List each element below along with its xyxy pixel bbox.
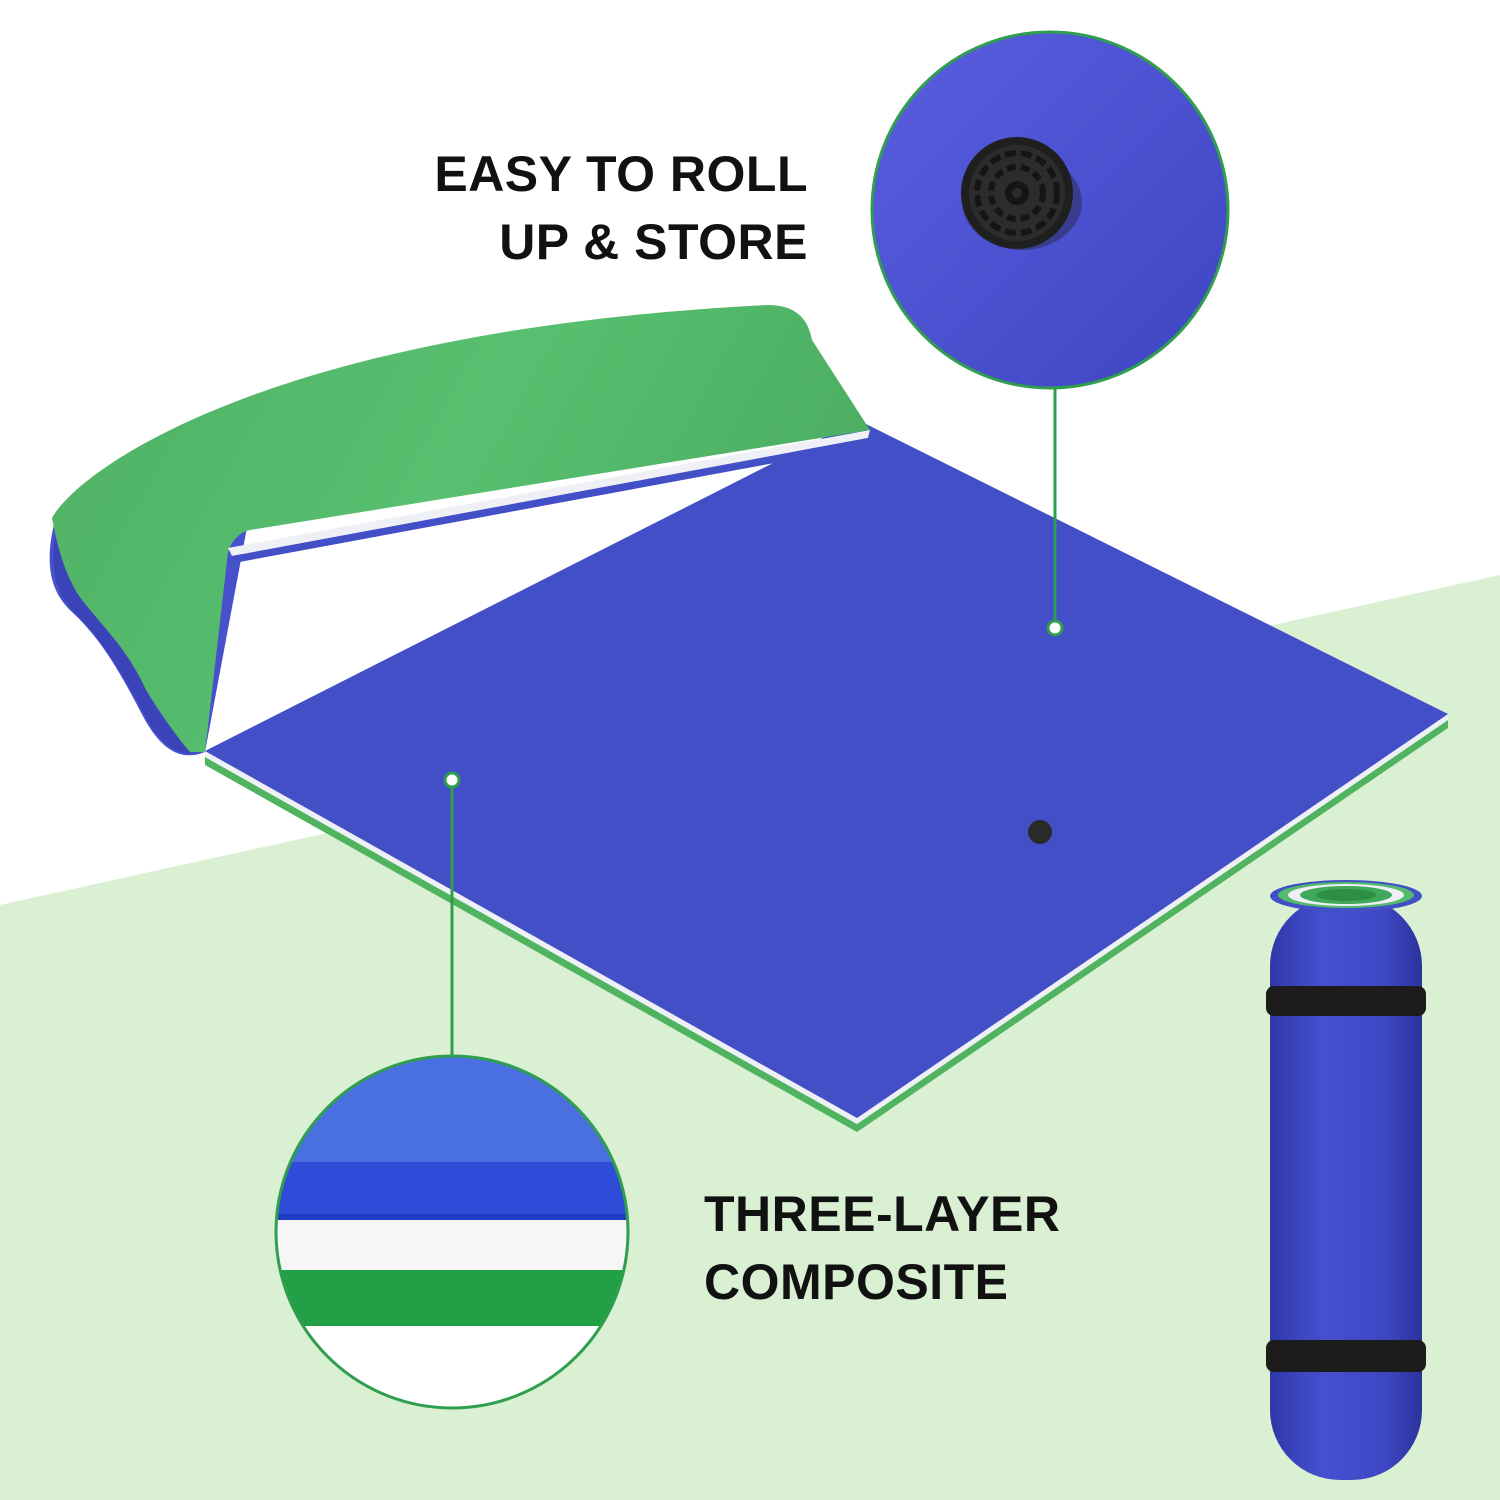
callout-layers-line1: THREE-LAYER (704, 1186, 1061, 1242)
magnifier-plug (870, 30, 1230, 390)
callout-roll-line2: UP & STORE (499, 214, 808, 270)
strap-bottom (1266, 1340, 1426, 1372)
drain-plug-icon (1028, 820, 1052, 844)
flat-mat (205, 420, 1448, 1132)
rolled-mat (1266, 880, 1426, 1480)
strap-top (1266, 986, 1426, 1016)
drain-plug-closeup-icon (961, 137, 1082, 250)
leader-dot-bottom (443, 771, 461, 789)
callout-three-layer: THREE-LAYER COMPOSITE (704, 1180, 1124, 1316)
leader-dot-top (1046, 619, 1064, 637)
callout-roll-line1: EASY TO ROLL (434, 146, 808, 202)
callout-layers-line2: COMPOSITE (704, 1254, 1009, 1310)
rolled-flap (49, 305, 870, 756)
callout-roll-store: EASY TO ROLL UP & STORE (420, 140, 808, 276)
